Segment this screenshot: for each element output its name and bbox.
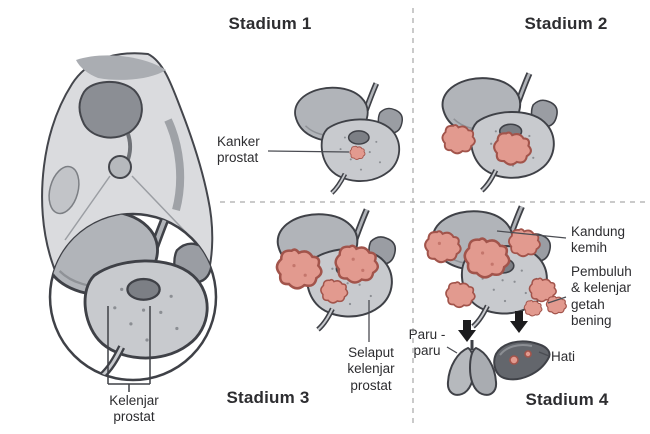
- stage4-lymph-node: [545, 295, 567, 315]
- stage3-prostate-illustration: [277, 210, 395, 330]
- bladder-shape: [78, 81, 143, 139]
- stage4-prostate-illustration: [424, 207, 567, 327]
- kandung-leader-line: [496, 230, 567, 239]
- hati-label: Hati: [551, 349, 576, 364]
- stage1-prostate-illustration: [295, 83, 402, 193]
- stage3-title: Stadium 3: [226, 388, 310, 407]
- paru-paru-label: Paru - paru: [408, 327, 446, 359]
- pubic-bone-shape: [48, 165, 80, 215]
- magnified-prostate-view: [48, 212, 218, 392]
- rectum-shape: [164, 118, 185, 212]
- stage2-prostate-illustration: [442, 74, 557, 191]
- liver-illustration: [493, 340, 551, 381]
- down-arrow-icon: [510, 311, 528, 333]
- stage4-title: Stadium 4: [525, 390, 609, 409]
- kelenjar-prostat-label: Kelenjar prostat: [109, 393, 159, 425]
- kandung-kemih-label: Kandung kemih: [571, 224, 626, 256]
- kanker-prostat-label: Kanker prostat: [217, 134, 260, 166]
- lungs-illustration: [446, 338, 498, 397]
- stage1-title: Stadium 1: [228, 14, 312, 33]
- kanker-leader-line: [267, 150, 350, 153]
- hati-leader-line: [538, 351, 550, 357]
- selaput-kelenjar-prostat-label: Selaput kelenjar prostat: [347, 345, 395, 393]
- prostate-location-shape: [108, 155, 132, 179]
- pembuluh-kelenjar-getah-bening-label: Pembuluh & kelenjar getah bening: [571, 264, 632, 329]
- stage4-lymph-node: [523, 300, 543, 317]
- pembuluh-leader-line: [547, 296, 567, 304]
- abdomen-shading: [76, 55, 166, 80]
- prostate-bracket: [107, 306, 151, 392]
- paru-leader-line: [446, 346, 458, 354]
- stage2-title: Stadium 2: [524, 14, 608, 33]
